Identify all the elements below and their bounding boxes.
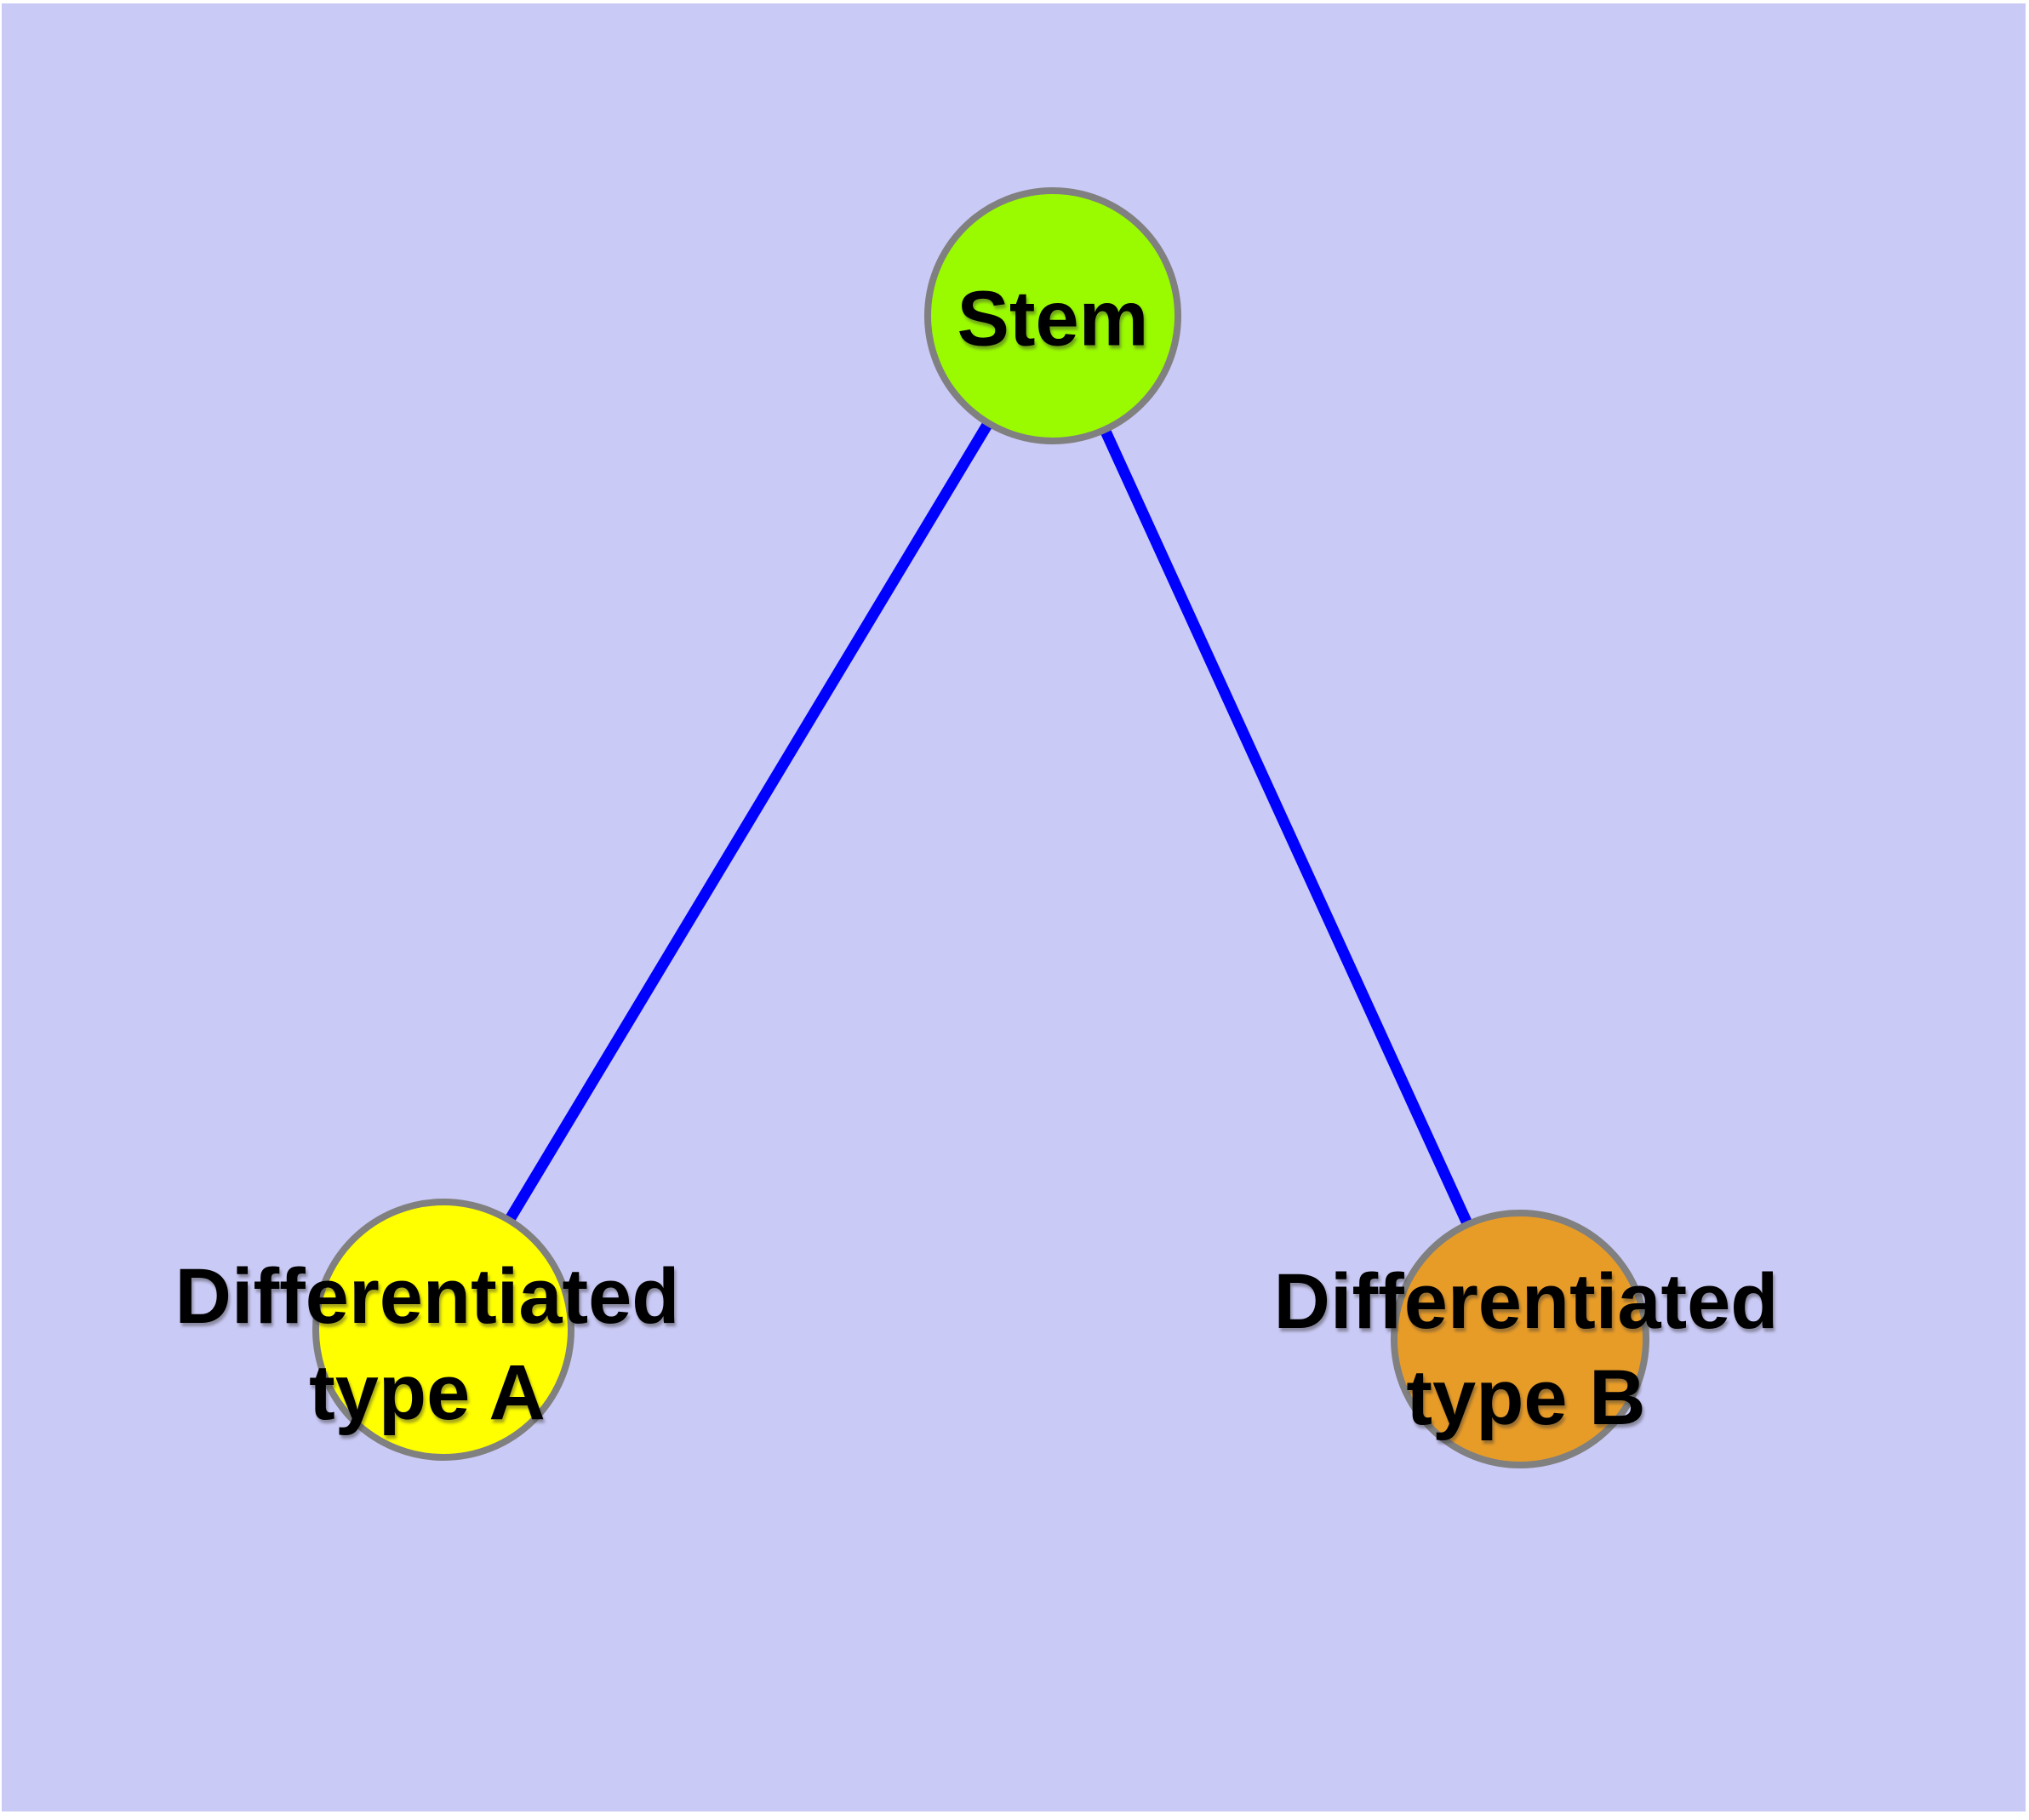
node-differentiated-type-b xyxy=(1391,1210,1649,1468)
node-differentiated-type-a xyxy=(312,1199,574,1461)
edge-stem-to-type-b xyxy=(1048,313,1525,1342)
node-stem xyxy=(924,187,1181,444)
edge-stem-to-type-a xyxy=(438,312,1058,1333)
